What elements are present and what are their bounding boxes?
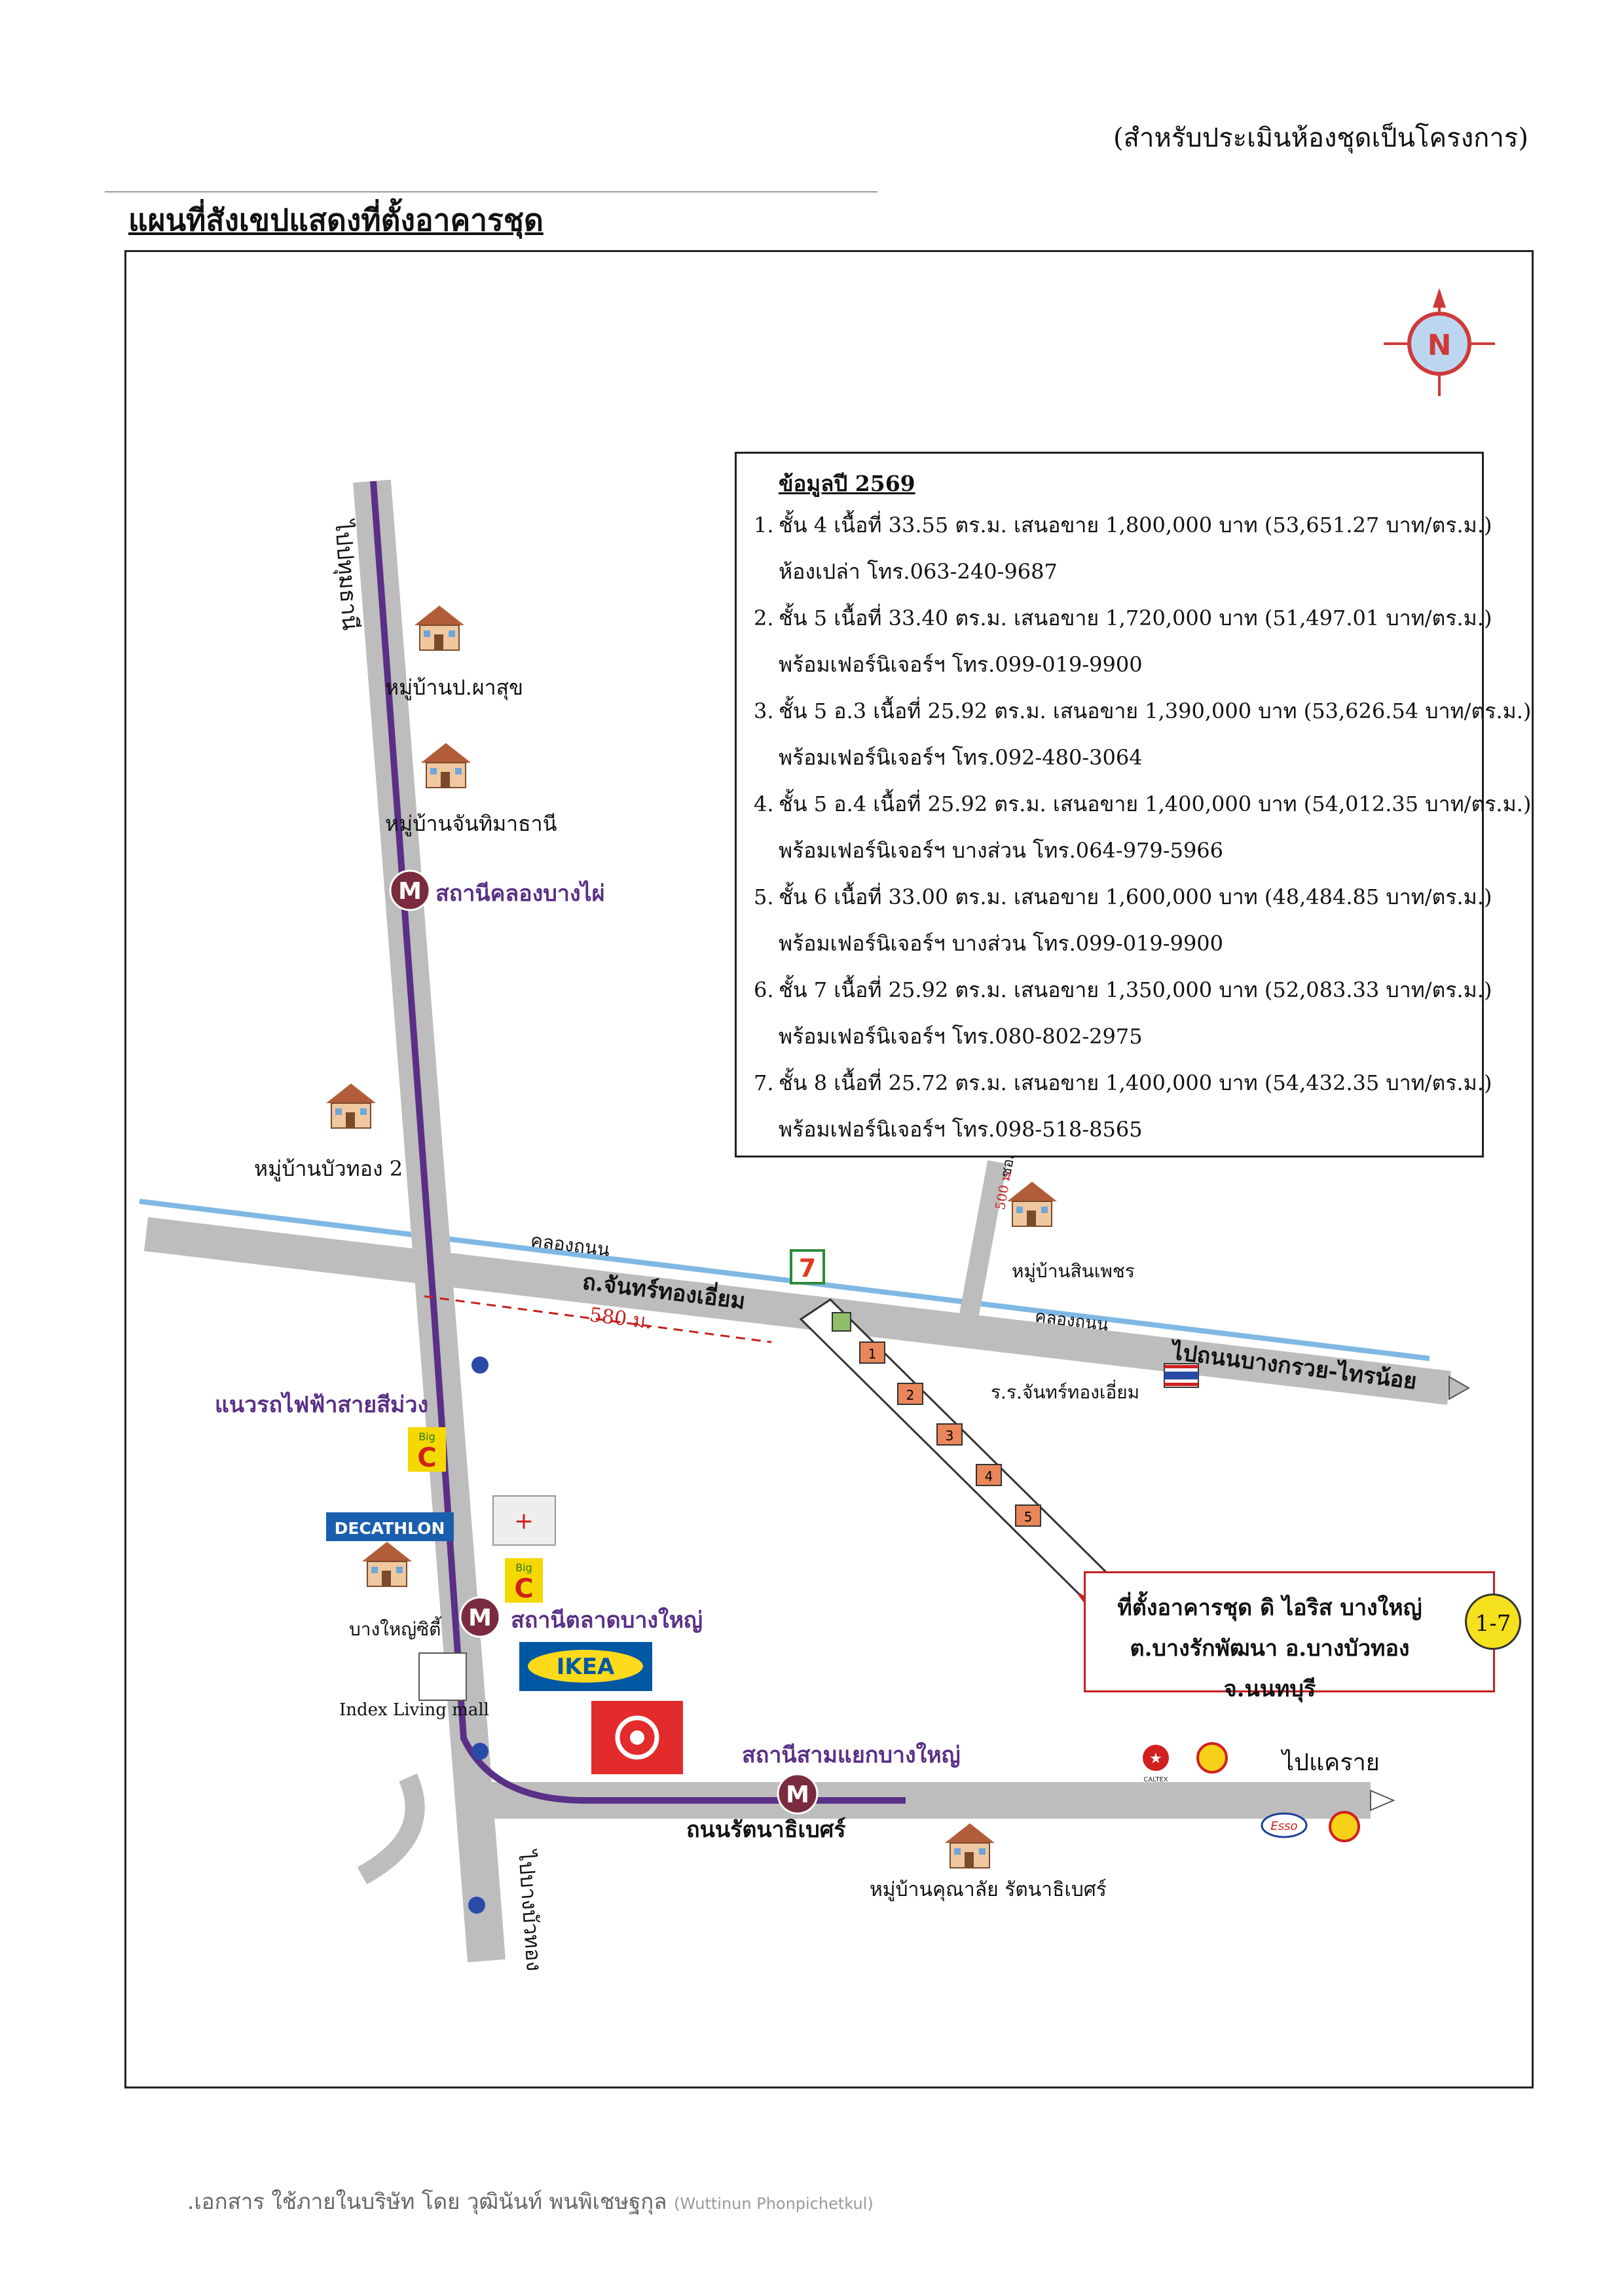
label-school: ร.ร.จันทร์ทองเอี่ยม (991, 1381, 1140, 1403)
purple-line (370, 481, 906, 1804)
svg-text:3: 3 (946, 1428, 954, 1444)
svg-text:★: ★ (1149, 1751, 1162, 1767)
svg-text:5: 5 (1024, 1509, 1033, 1525)
site-address: ต.บางรักพัฒนา อ.บางบัวทอง จ.นนทบุรี (1130, 1635, 1410, 1702)
big-c-icon: Big C (505, 1558, 543, 1604)
top-divider (105, 191, 877, 192)
list-item: 6.ชั้น 7 เนื้อที่ 25.92 ตร.ม. เสนอขาย 1,… (754, 977, 1492, 1049)
bank-icon (468, 1357, 489, 1914)
label-bangyai-city: บางใหญ่ซิตี้ (349, 1618, 441, 1640)
svg-text:7: 7 (799, 1254, 816, 1283)
label-purple-line: แนวรถไฟฟ้าสายสีม่วง (215, 1392, 429, 1418)
svg-text:Esso: Esso (1270, 1819, 1297, 1833)
svg-text:+: + (514, 1508, 534, 1535)
label-village-sinphet: หมู่บ้านสินเพชร (1012, 1260, 1135, 1282)
site-badge: 1-7 (1465, 1594, 1521, 1650)
list-item: 5.ชั้น 6 เนื้อที่ 33.00 ตร.ม. เสนอขาย 1,… (754, 884, 1492, 956)
seven-eleven-icon: 7 (790, 1249, 825, 1285)
label-village-phasuk: หมู่บ้านป.ผาสุข (385, 675, 523, 700)
svg-text:C: C (417, 1443, 436, 1473)
caltex-icon: ★ CALTEX (1143, 1745, 1169, 1783)
canal-line (139, 1199, 1430, 1361)
village-house-icon (944, 1823, 995, 1868)
svg-text:4: 4 (985, 1468, 993, 1484)
village-house-icon (1006, 1181, 1058, 1227)
svg-text:DECATHLON: DECATHLON (335, 1519, 445, 1538)
site-name: ที่ตั้งอาคารชุด ดิ ไอริส บางใหญ่ (1117, 1595, 1422, 1621)
map-canvas: M 1 2 3 4 (139, 288, 1495, 1963)
label-village-bua-thong-2: หมู่บ้านบัวทอง 2 (254, 1156, 403, 1181)
label-road-rattanathibet: ถนนรัตนาธิเบศร์ (686, 1817, 846, 1843)
listing-info-box: ข้อมูลปี 2569 1.ชั้น 4 เนื้อที่ 33.55 ตร… (735, 452, 1532, 1157)
index-living-logo (418, 1652, 467, 1701)
hospital-icon: + (492, 1495, 556, 1546)
big-c-icon: Big C (408, 1427, 446, 1473)
list-item: 1.ชั้น 4 เนื้อที่ 33.55 ตร.ม. เสนอขาย 1,… (754, 513, 1492, 584)
label-station-sam-yaek: สถานีสามแยกบางใหญ่ (742, 1742, 961, 1768)
svg-text:C: C (514, 1574, 533, 1604)
list-item: 2.ชั้น 5 เนื้อที่ 33.40 ตร.ม. เสนอขาย 1,… (754, 606, 1492, 677)
compass-icon: N (1384, 288, 1495, 396)
metro-icon (389, 869, 431, 911)
page-title: แผนที่สังเขปแสดงที่ตั้งอาคารชุด (128, 202, 544, 238)
esso-icon: Esso (1261, 1812, 1308, 1838)
footer-author-latin: (Wuttinun Phonpichetkul) (674, 2195, 874, 2213)
label-station-khlong-bang-phai: สถานีคลองบางไผ่ (435, 881, 605, 907)
list-item: 3.ชั้น 5 อ.3 เนื้อที่ 25.92 ตร.ม. เสนอขา… (754, 699, 1532, 770)
svg-text:IKEA: IKEA (557, 1654, 615, 1680)
village-house-icon (414, 605, 465, 651)
svg-text:N: N (1428, 329, 1452, 362)
decathlon-logo: DECATHLON (326, 1512, 454, 1541)
footer-text: .เอกสาร ใช้ภายในบริษัท โดย วุฒินันท์ พนพ… (187, 2189, 667, 2214)
village-house-icon (420, 742, 471, 788)
list-item: 7.ชั้น 8 เนื้อที่ 25.72 ตร.ม. เสนอขาย 1,… (754, 1070, 1492, 1142)
label-to-khae-rai: ไปแคราย (1282, 1749, 1380, 1776)
site-location-box: ที่ตั้งอาคารชุด ดิ ไอริส บางใหญ่ ต.บางรั… (1084, 1571, 1495, 1702)
central-logo (591, 1701, 683, 1774)
map-frame: M 1 2 3 4 (124, 250, 1534, 2088)
svg-text:CALTEX: CALTEX (1143, 1776, 1168, 1783)
mall-building-icon (361, 1541, 413, 1587)
info-box-title: ข้อมูลปี 2569 (779, 471, 915, 496)
list-item: 4.ชั้น 5 อ.4 เนื้อที่ 25.92 ตร.ม. เสนอขา… (754, 792, 1532, 863)
label-village-khunalai: หมู่บ้านคุณาลัย รัตนาธิเบศร์ (870, 1878, 1107, 1901)
header-note: (สำหรับประเมินห้องชุดเป็นโครงการ) (1113, 123, 1528, 153)
site-units: 1 2 3 4 5 (832, 1312, 1041, 1527)
svg-text:2: 2 (906, 1387, 915, 1403)
road-soi (956, 1160, 1007, 1334)
ikea-logo: IKEA (519, 1642, 652, 1691)
metro-icon (459, 1596, 501, 1638)
label-station-talad-bang-yai: สถานีตลาดบางใหญ่ (511, 1607, 703, 1633)
svg-text:1: 1 (868, 1346, 877, 1362)
label-village-janthima: หมู่บ้านจันทิมาธานี (385, 811, 557, 836)
label-index-living: Index Living mall (339, 1700, 489, 1720)
metro-icon (777, 1773, 819, 1815)
school-flag-icon (1164, 1363, 1199, 1388)
svg-text:Big: Big (515, 1561, 532, 1574)
footer: .เอกสาร ใช้ภายในบริษัท โดย วุฒินันท์ พนพ… (187, 2184, 874, 2219)
shell-icon (1196, 1742, 1360, 1842)
road-chanthongiam (143, 1217, 1452, 1405)
svg-text:Big: Big (418, 1430, 435, 1443)
village-house-icon (325, 1083, 377, 1129)
